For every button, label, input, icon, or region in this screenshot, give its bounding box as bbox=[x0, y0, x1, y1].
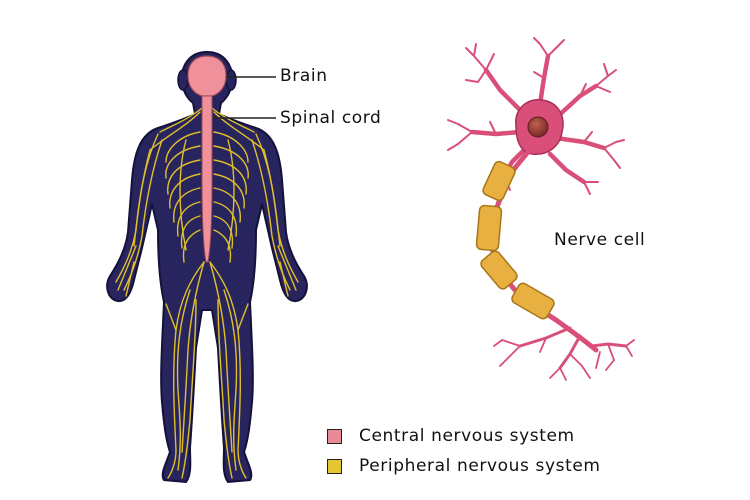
spinal-cord-label: Spinal cord bbox=[280, 108, 382, 128]
spinal-cord-shape bbox=[201, 95, 213, 263]
legend-item-pns: Peripheral nervous system bbox=[327, 456, 601, 476]
cns-legend-label: Central nervous system bbox=[359, 426, 575, 446]
axon-terminals bbox=[493, 326, 635, 381]
peripheral-nerves bbox=[115, 107, 299, 479]
pns-legend-label: Peripheral nervous system bbox=[359, 456, 601, 476]
left-ear bbox=[177, 69, 189, 91]
nerve-cell-label: Nerve cell bbox=[554, 230, 646, 250]
myelin-sheath bbox=[475, 160, 555, 320]
body-silhouette bbox=[106, 50, 308, 484]
human-body-figure bbox=[106, 50, 308, 484]
brain-shape bbox=[187, 55, 227, 97]
legend-item-cns: Central nervous system bbox=[327, 426, 575, 446]
pns-swatch bbox=[327, 458, 342, 474]
nucleus bbox=[527, 116, 549, 138]
brain-label: Brain bbox=[280, 66, 328, 86]
nerve-cell-illustration bbox=[447, 37, 635, 381]
right-ear bbox=[225, 69, 237, 91]
cns-swatch bbox=[327, 428, 342, 444]
dendrites bbox=[447, 37, 625, 195]
